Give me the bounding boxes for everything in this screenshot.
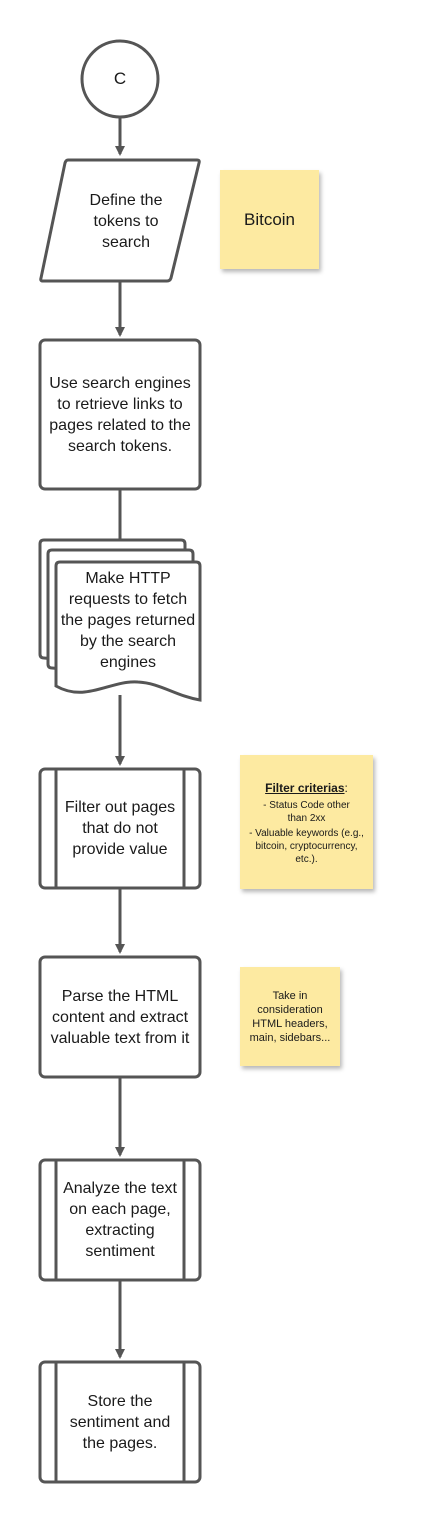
filter-predefined-process[interactable] [38,767,202,890]
store-predefined-process[interactable] [38,1360,202,1484]
filter-criteria-line1: - Status Code other than 2xx [263,799,350,824]
analyze-predefined-process[interactable] [38,1158,202,1282]
parse-process-box[interactable] [38,955,202,1079]
input-label: Define the tokens to search [89,191,163,251]
filter-criteria-sticky-note: Filter criterias: - Status Code other th… [240,755,373,889]
search-process-box[interactable] [38,338,202,491]
input-parallelogram[interactable] [39,158,201,283]
connector-label: C [113,69,127,88]
analyze-label: Analyze the text on each page, extractin… [63,1180,177,1260]
fetch-label: Make HTTP requests to fetch the pages re… [60,569,196,671]
fetch-multidocument-shape[interactable] [38,538,202,702]
filter-criteria-colon: : [344,780,348,795]
parse-sticky-note: Take in consideration HTML headers, main… [240,967,340,1066]
filter-criteria-line2: - Valuable keywords (e.g., bitcoin, cryp… [249,827,364,865]
search-label: Use search engines to retrieve links to … [49,374,191,455]
parse-label: Parse the HTML content and extract valua… [50,987,190,1047]
bitcoin-sticky-note: Bitcoin [220,170,319,269]
filter-label: Filter out pages that do not provide val… [64,799,176,858]
connector-circle[interactable] [80,39,160,119]
bitcoin-note-text: Bitcoin [243,209,296,229]
filter-criteria-title: Filter criterias [265,780,345,795]
parse-note-text: Take in consideration HTML headers, main… [249,989,331,1044]
store-label: Store the sentiment and the pages. [69,1392,171,1452]
